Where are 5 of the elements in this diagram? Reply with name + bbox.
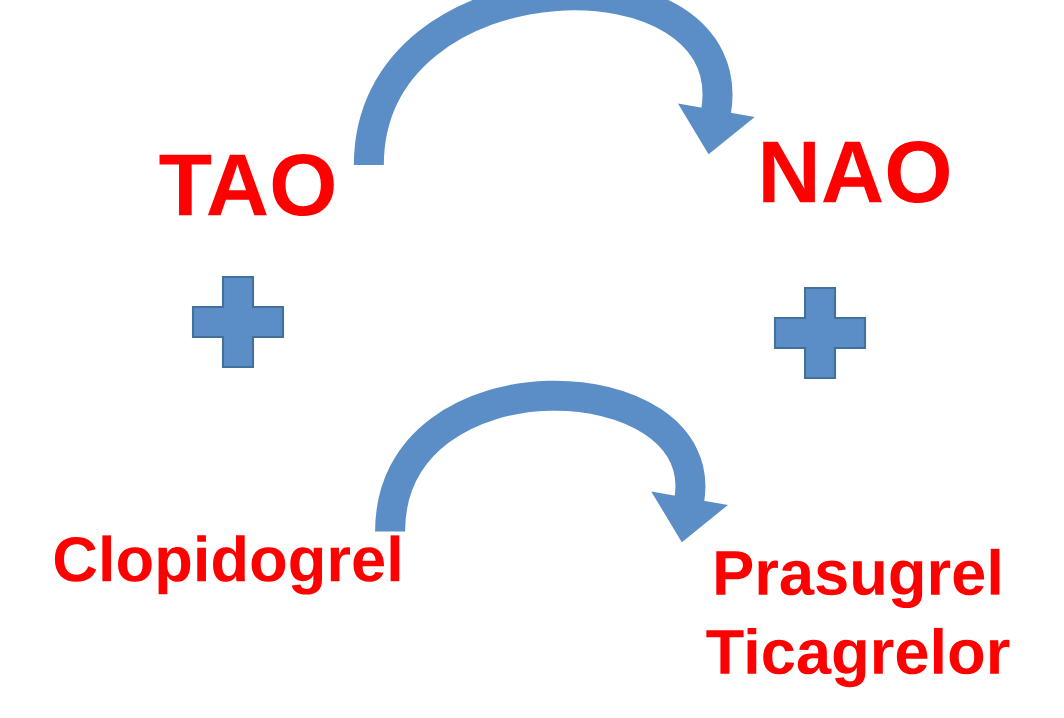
drug-label: NAO [763,140,949,204]
drug-label: Prasugrel Ticagrelor [706,548,1010,688]
curved-arrow [354,0,755,168]
drug-label: TAO [159,153,334,217]
drug-label: Clopidogrel [54,535,400,595]
